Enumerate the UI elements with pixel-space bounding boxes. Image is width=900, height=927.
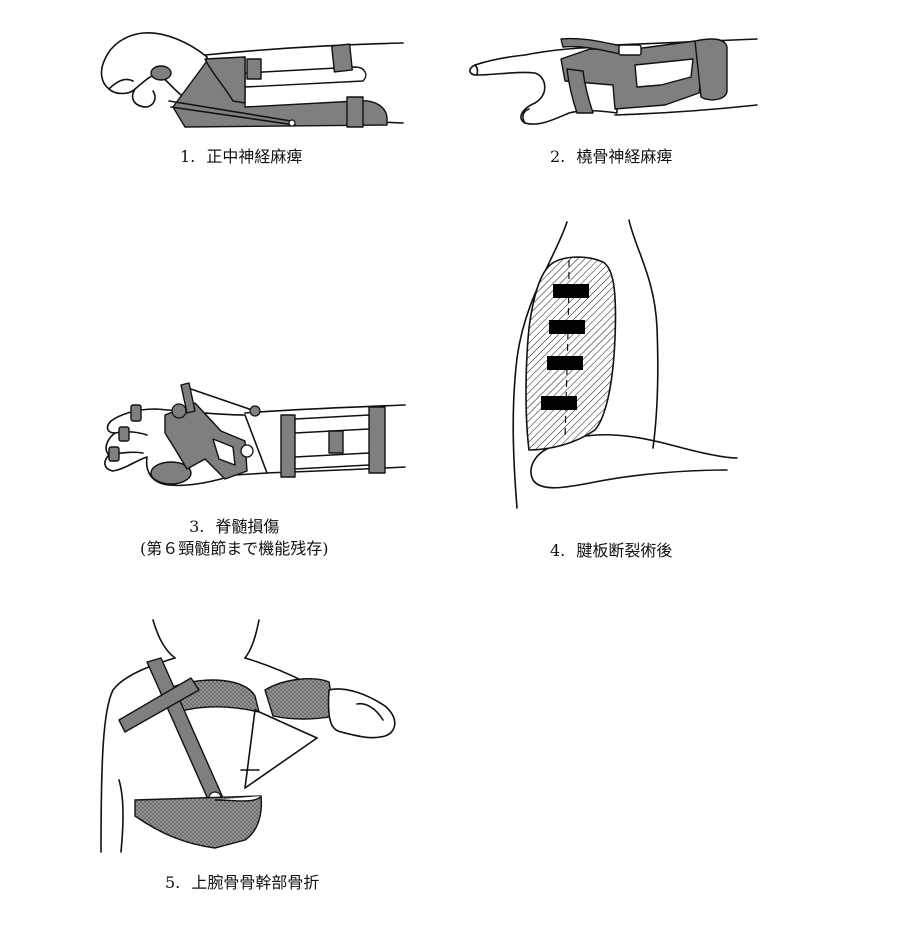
figure-1-number: 1. [180,147,196,166]
figure-2-title: 橈骨神経麻痺 [576,147,673,166]
figure-3-subcaption: (第６頸髄節まで機能残存) [140,539,329,558]
figure-5-caption: 5. 上腕骨骨幹部骨折 [165,872,319,894]
figure-3-number: 3. [189,517,205,536]
figure-4-illustration [512,219,738,509]
figure-2-illustration [469,37,758,125]
figure-5-illustration [100,619,396,853]
figure-1-title: 正中神経麻痺 [206,147,303,166]
figure-5-title: 上腕骨骨幹部骨折 [191,873,320,892]
figure-3-illustration [104,382,406,487]
figure-3-caption: 3. 脊髄損傷 (第６頸髄節まで機能残存) [140,516,329,560]
figure-1-caption: 1. 正中神経麻痺 [180,146,302,168]
figure-1-illustration [100,32,404,128]
figure-3-title: 脊髄損傷 [215,517,280,536]
figure-4-number: 4. [550,541,566,560]
figure-4-caption: 4. 腱板断裂術後 [550,540,672,562]
figure-4-title: 腱板断裂術後 [576,541,673,560]
figure-2-number: 2. [550,147,566,166]
figure-2-caption: 2. 橈骨神経麻痺 [550,146,672,168]
figure-5-number: 5. [165,873,181,892]
